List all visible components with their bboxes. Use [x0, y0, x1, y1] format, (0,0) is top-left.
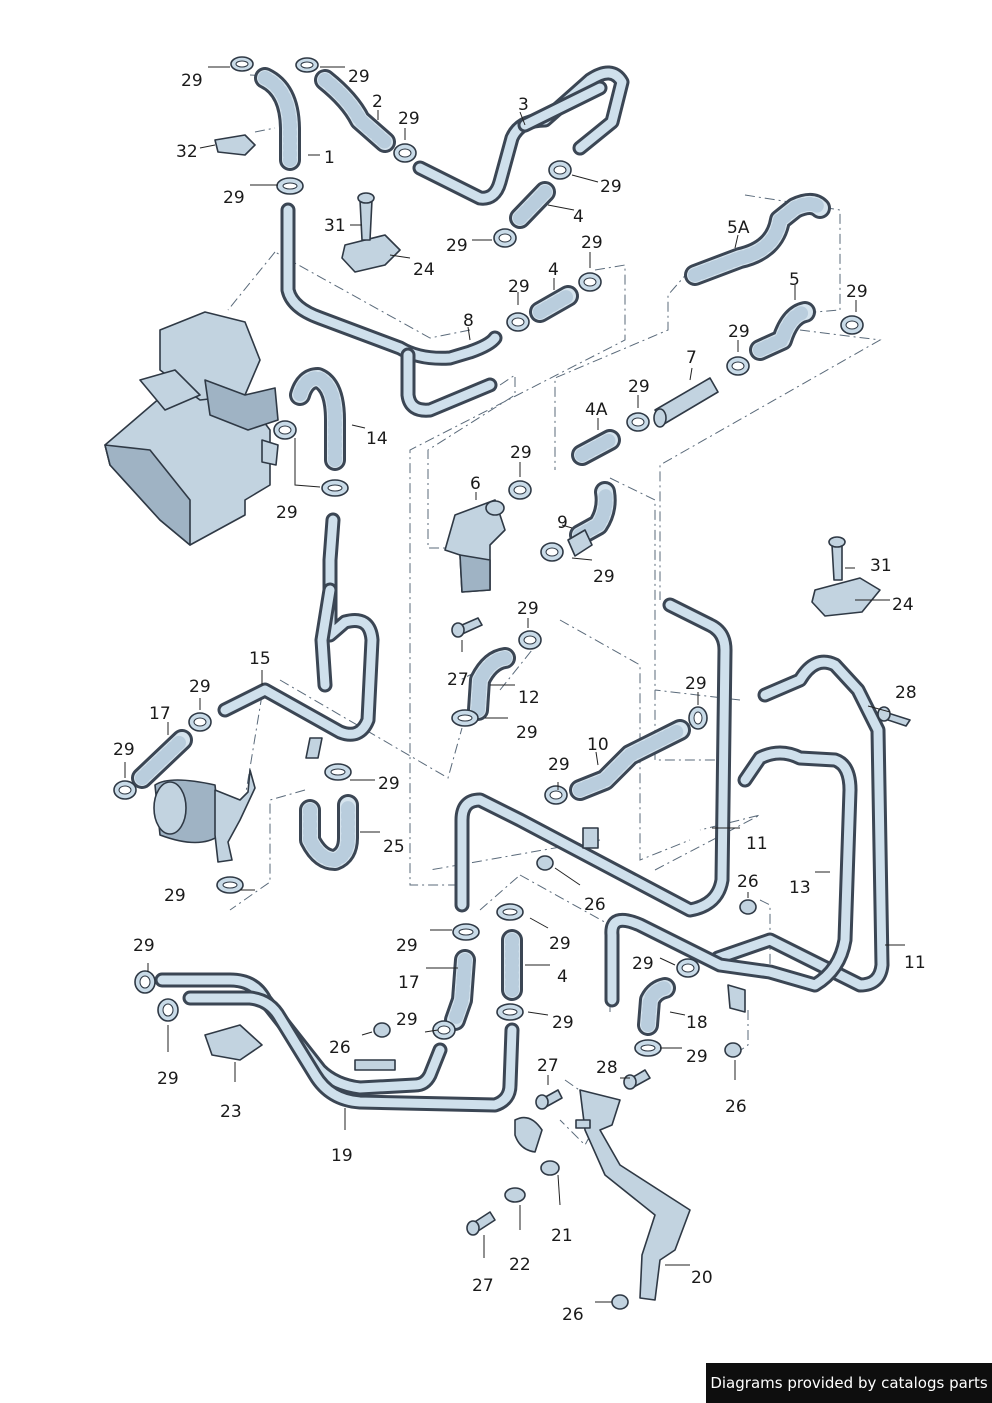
- callout-8: 9: [557, 513, 568, 533]
- callout-16: 15: [249, 649, 271, 669]
- callout-29: 29: [517, 599, 539, 619]
- callout-29: 29: [516, 723, 538, 743]
- callout-5A: 5A: [727, 218, 750, 238]
- callout-29: 29: [632, 954, 654, 974]
- callout-29: 29: [113, 740, 135, 760]
- callout-29: 29: [508, 277, 530, 297]
- callout-4: 4: [573, 207, 584, 227]
- callout-29: 29: [181, 71, 203, 91]
- callout-31: 31: [324, 216, 346, 236]
- callout-29: 29: [846, 282, 868, 302]
- callout-24: 24: [892, 595, 914, 615]
- callout-29: 29: [223, 188, 245, 208]
- coolant-hoses: [131, 67, 831, 1036]
- callout-29: 29: [157, 1069, 179, 1089]
- callout-29: 29: [164, 886, 186, 906]
- callout-29: 29: [276, 503, 298, 523]
- callout-29: 29: [549, 934, 571, 954]
- callout-29: 29: [593, 567, 615, 587]
- callout-32: 32: [176, 142, 198, 162]
- callout-11: 11: [904, 953, 926, 973]
- callout-29: 29: [133, 936, 155, 956]
- callout-27: 27: [537, 1056, 559, 1076]
- callout-28: 28: [596, 1058, 618, 1078]
- callout-29: 29: [446, 236, 468, 256]
- callout-20: 20: [691, 1268, 713, 1288]
- callout-29: 29: [600, 177, 622, 197]
- callout-22: 22: [509, 1255, 531, 1275]
- callout-17: 17: [149, 704, 171, 724]
- coolant-pipes: [154, 65, 890, 1113]
- callout-3: 3: [518, 95, 529, 115]
- callout-5: 5: [789, 270, 800, 290]
- callout-4: 4: [548, 260, 559, 280]
- callout-labels: 29 29 1 2 29 3 29 32 29 4 31 29 24 29 4 …: [113, 67, 926, 1325]
- callout-26: 26: [584, 895, 606, 915]
- callout-15: 14: [366, 429, 388, 449]
- callout-12: 11: [746, 834, 768, 854]
- callout-7: 7: [686, 348, 697, 368]
- callout-29: 29: [396, 1010, 418, 1030]
- callout-26: 26: [737, 872, 759, 892]
- callout-13: 12: [518, 688, 540, 708]
- fittings: [153, 377, 719, 863]
- callout-4: 4: [557, 967, 568, 987]
- callout-27: 27: [472, 1276, 494, 1296]
- callout-26: 26: [562, 1305, 584, 1325]
- callout-29: 29: [686, 1047, 708, 1067]
- callout-29: 29: [396, 936, 418, 956]
- callout-19: 19: [331, 1146, 353, 1166]
- callout-29: 29: [348, 67, 370, 87]
- callout-31: 31: [870, 556, 892, 576]
- callout-2: 2: [372, 92, 383, 112]
- callout-27: 27: [447, 670, 469, 690]
- mounting-hardware: [204, 134, 911, 1310]
- callout-29: 29: [510, 443, 532, 463]
- callout-25: 25: [383, 837, 405, 857]
- callout-6: 6: [470, 474, 481, 494]
- callout-29: 29: [581, 233, 603, 253]
- callout-21: 21: [551, 1226, 573, 1246]
- callout-4A: 4A: [585, 400, 608, 420]
- callout-30: 28: [895, 683, 917, 703]
- attribution-banner: Diagrams provided by catalogs parts: [706, 1363, 992, 1403]
- callout-29: 29: [548, 755, 570, 775]
- callout-29: 29: [552, 1013, 574, 1033]
- callout-24: 24: [413, 260, 435, 280]
- callout-29: 29: [189, 677, 211, 697]
- callout-23: 23: [220, 1102, 242, 1122]
- callout-29: 29: [398, 109, 420, 129]
- callout-29: 29: [628, 377, 650, 397]
- auxiliary-heater-unit: [104, 311, 279, 546]
- callout-10: 10: [587, 735, 609, 755]
- callout-18: 18: [686, 1013, 708, 1033]
- leader-lines: [124, 66, 905, 1303]
- callout-29: 29: [728, 322, 750, 342]
- callout-17: 17: [398, 973, 420, 993]
- callout-29: 29: [378, 774, 400, 794]
- callout-1: 1: [324, 148, 335, 168]
- callout-9: 8: [463, 311, 474, 331]
- callout-29: 29: [685, 674, 707, 694]
- callout-14: 13: [789, 878, 811, 898]
- callout-26: 26: [725, 1097, 747, 1117]
- hose-clamps: [113, 56, 864, 1057]
- callout-26: 26: [329, 1038, 351, 1058]
